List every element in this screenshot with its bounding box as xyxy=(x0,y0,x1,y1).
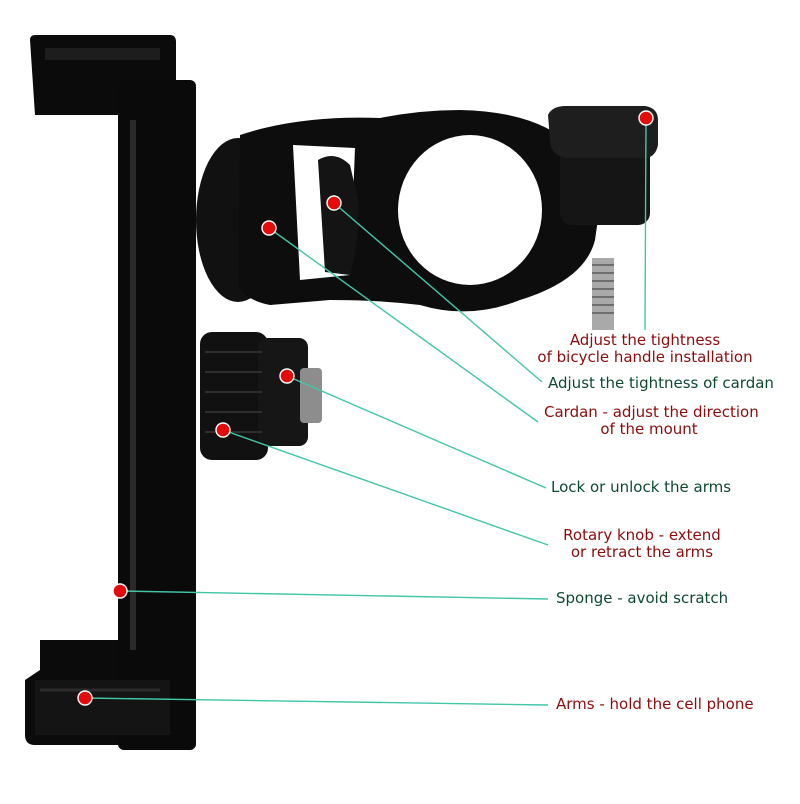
callout-label-cardan-tightness: Adjust the tightness of cardan xyxy=(548,374,774,392)
callout-label-cardan-direction-line1: Cardan - adjust the direction xyxy=(544,403,759,421)
callout-line-sponge xyxy=(119,590,549,600)
callout-dot-cardan-direction xyxy=(261,220,277,236)
callout-label-cardan-direction-line2: of the mount xyxy=(600,420,698,438)
callout-lines xyxy=(84,117,647,706)
callout-label-rotary-knob: Rotary knob - extend or retract the arms xyxy=(552,527,732,561)
sponge-strip xyxy=(130,120,136,650)
top-arm-highlight xyxy=(45,48,160,60)
callout-label-handle-tightness-line1: Adjust the tightness xyxy=(569,331,721,349)
callout-label-lock-arms: Lock or unlock the arms xyxy=(551,478,732,496)
callout-dot-rotary-knob xyxy=(215,422,231,438)
holder-back-plate xyxy=(118,80,196,750)
clamp-ring-hole xyxy=(398,135,542,285)
callout-line-cardan-direction xyxy=(268,227,539,423)
arm-knobs xyxy=(200,332,322,460)
holder-body xyxy=(25,35,196,750)
callout-dot-sponge xyxy=(112,583,128,599)
callout-label-handle-tightness-line2: of bicycle handle installation xyxy=(537,348,753,366)
callout-label-rotary-knob-line1: Rotary knob - extend xyxy=(563,526,721,544)
lock-bolt xyxy=(300,368,322,423)
callout-dot-arms xyxy=(77,690,93,706)
callout-line-handle-tightness xyxy=(644,117,647,331)
bottom-arm xyxy=(35,680,170,735)
callout-dot-cardan-tightness xyxy=(326,195,342,211)
mount-assembly xyxy=(196,106,658,330)
callout-line-arms xyxy=(84,697,549,706)
callout-label-arms: Arms - hold the cell phone xyxy=(556,695,754,713)
callout-label-sponge: Sponge - avoid scratch xyxy=(556,589,729,607)
callout-dots xyxy=(77,110,654,706)
lock-knob xyxy=(258,338,308,446)
knob-grip xyxy=(205,351,262,433)
callout-line-cardan-tightness xyxy=(333,202,543,383)
tightening-knob xyxy=(548,106,658,159)
threaded-bolt xyxy=(592,258,614,330)
callout-label-rotary-knob-line2: or retract the arms xyxy=(570,543,714,561)
callout-line-lock-arms xyxy=(286,375,547,489)
callout-label-handle-tightness: Adjust the tightness of bicycle handle i… xyxy=(530,332,760,366)
callout-dot-handle-tightness xyxy=(638,110,654,126)
callout-line-rotary-knob xyxy=(222,429,549,546)
cardan-knob xyxy=(318,156,359,275)
callout-label-cardan-direction: Cardan - adjust the direction of the mou… xyxy=(544,403,759,438)
callout-dot-lock-arms xyxy=(279,368,295,384)
bolt-threads xyxy=(592,264,614,314)
